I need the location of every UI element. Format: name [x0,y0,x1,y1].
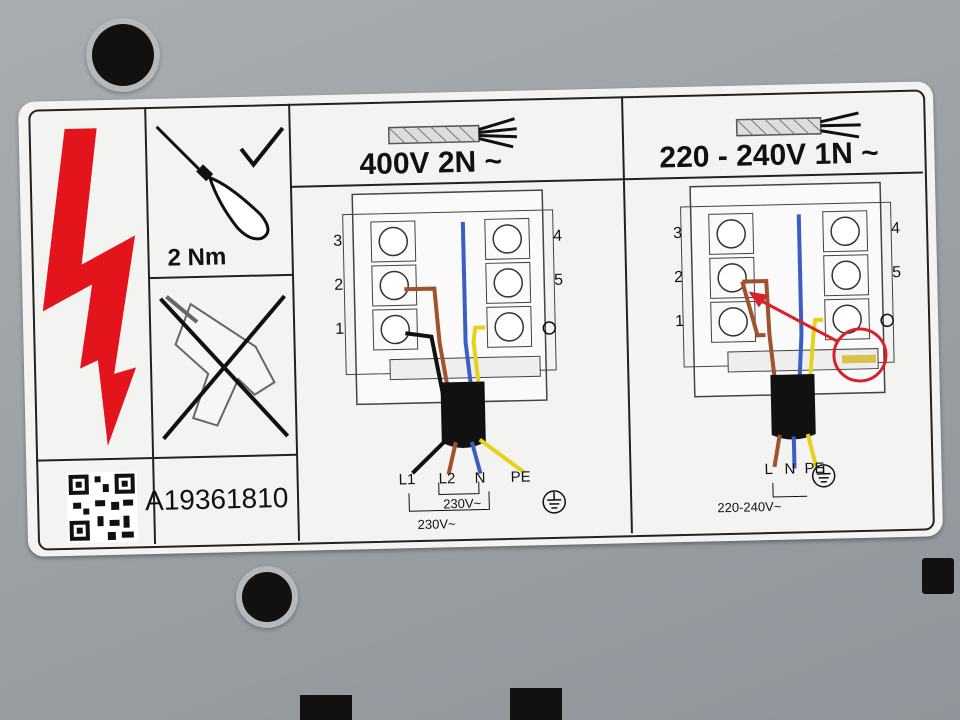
side-slot [922,558,954,594]
qr-code [66,471,138,543]
wire-label-pe: PE [510,468,531,486]
terminal-label-4: 4 [552,227,563,245]
wire-label-pe: PE [804,459,825,478]
mounting-hole-top [92,24,154,86]
wire-label-n: N [784,460,796,478]
wire-label-l: L [764,460,774,479]
terminal-block-400v [342,189,566,514]
wire-label-n: N [474,469,486,487]
terminal-label-5: 5 [891,264,902,282]
terminal-label-4: 4 [890,220,901,238]
voltage-outer: 230V~ [417,516,456,533]
vent-slot-left [300,695,352,720]
terminal-label-1: 1 [674,312,685,331]
cable-strip-icon [387,117,517,149]
vent-slot-right [510,688,562,720]
mounting-hole-bottom [242,572,292,622]
no-power-drill-icon [159,294,290,441]
torque-value: 2 Nm [167,243,227,272]
voltage-inner: 230V~ [443,495,482,512]
terminal-label-3: 3 [333,232,343,250]
terminal-block-230v [680,181,895,498]
terminal-label-5: 5 [553,271,564,289]
screwdriver-icon [155,125,270,241]
config-400v-title: 400V 2N ~ [359,145,503,182]
part-number: A19361810 [144,481,289,517]
wiring-label: 2 Nm A19361810 400V 2N ~ 220 - 240V 1N ~ [18,81,944,557]
config-230v-title: 220 - 240V 1N ~ [659,136,880,175]
wire-label-l1: L1 [398,471,416,489]
terminal-label-3: 3 [672,224,683,243]
lightning-warning-icon [42,128,137,447]
wire-label-l2: L2 [438,470,456,488]
terminal-label-2: 2 [334,276,344,294]
checkmark-icon [239,126,285,168]
cable-strip-icon [735,111,861,139]
terminal-label-2: 2 [673,268,684,287]
voltage-range: 220-240V~ [717,498,782,516]
terminal-label-1: 1 [335,320,345,338]
